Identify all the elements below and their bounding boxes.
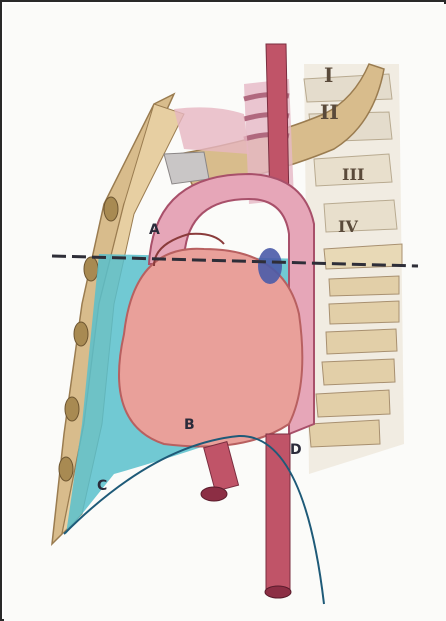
vertebra-label-1: I (324, 63, 333, 87)
vertebra-label-4: IV (338, 217, 358, 236)
label-b: B (184, 417, 195, 433)
costal-cartilage (164, 152, 209, 184)
pulmonary-vessel (258, 248, 282, 284)
thymic-tissue (174, 107, 249, 154)
label-a: A (149, 222, 160, 238)
mediastinum-sketch: A B C D I II III IV (4, 4, 446, 621)
vertebra-label-3: III (342, 165, 364, 184)
vertebra-label-2: II (320, 100, 339, 124)
descending-aorta (265, 434, 291, 598)
label-d: D (290, 442, 302, 458)
label-c: C (97, 478, 107, 494)
